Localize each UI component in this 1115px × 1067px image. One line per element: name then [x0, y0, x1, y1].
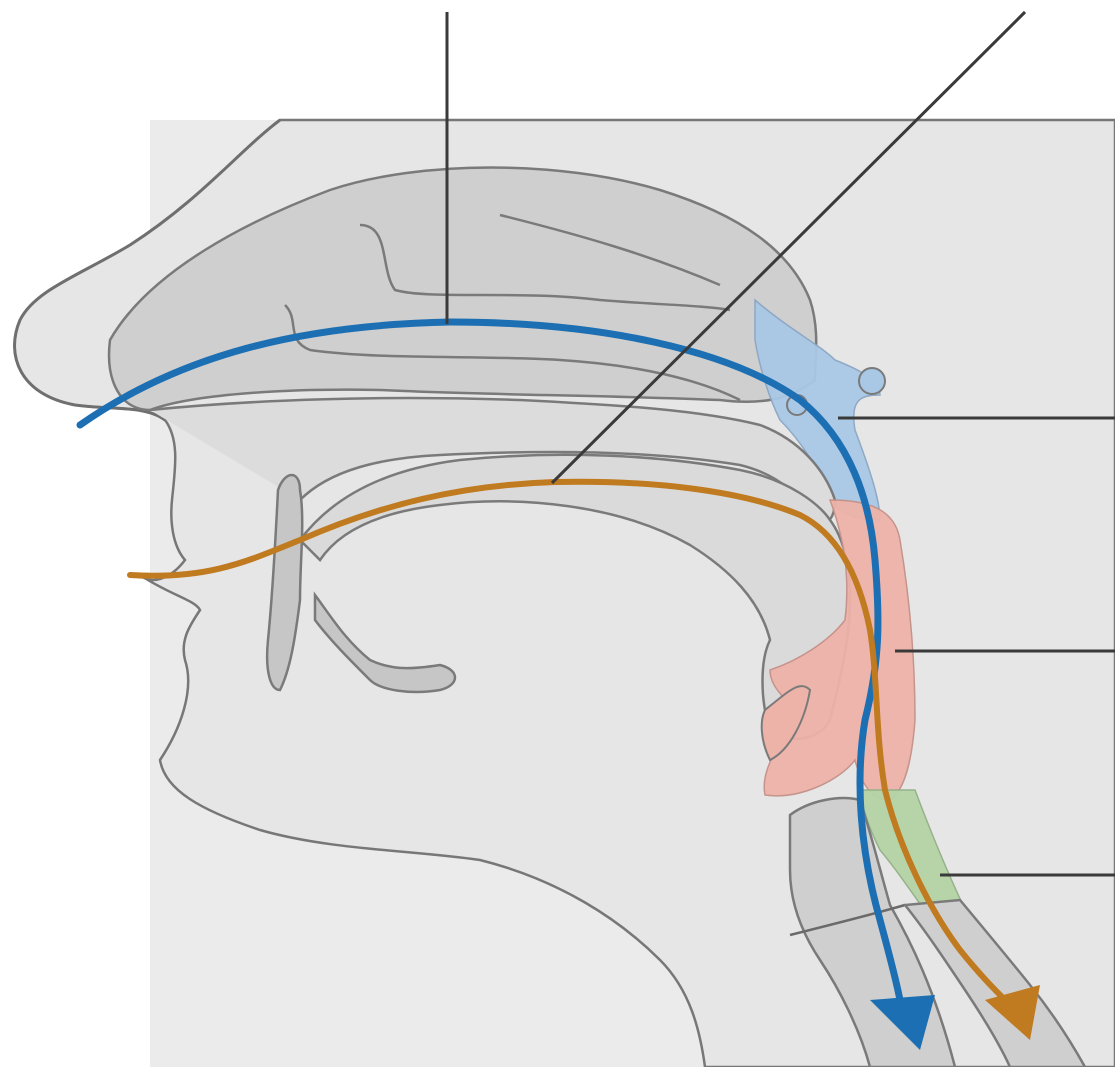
adenoid-bump	[859, 368, 885, 394]
